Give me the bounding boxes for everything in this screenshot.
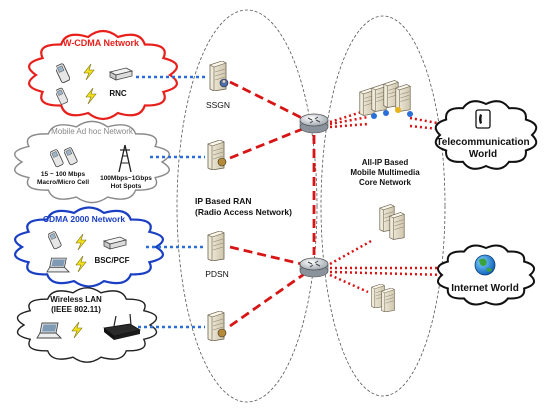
cell-tower-icon <box>118 144 132 173</box>
cdma2000-network-title: CDMA 2000 Network <box>43 214 126 224</box>
ran-link-pdsn-1 <box>229 245 311 268</box>
telecom-world-subtitle: World <box>469 149 497 160</box>
telecom-world-title: Telecommunication <box>436 137 529 148</box>
macro-cell-speed: 15 ~ 100 Mbps <box>41 171 86 178</box>
wifi-router-icon <box>103 313 142 340</box>
hotspot-label: Hot Spots <box>111 183 142 190</box>
core-link-3 <box>329 122 369 129</box>
ran-ellipse <box>176 9 318 403</box>
pdsn-server-icon <box>207 231 225 261</box>
adhoc-network-cloud <box>14 120 170 204</box>
rnc-label: RNC <box>109 89 127 98</box>
pdsn-label: PDSN <box>205 269 229 279</box>
core-link-1 <box>329 108 369 124</box>
wlan-standard: (IEEE 802.11) <box>51 305 101 314</box>
sgsn-label: SSGN <box>206 100 230 110</box>
wcdma-network-title: W-CDMA Network <box>63 38 140 48</box>
access-links <box>136 75 207 329</box>
core-ellipse <box>320 15 446 397</box>
globe-icon <box>474 254 496 276</box>
telephone-icon <box>475 109 491 129</box>
telecom-world-cloud <box>434 100 538 170</box>
ran-links <box>229 80 316 328</box>
telecom-link-1 <box>409 116 449 127</box>
core-link-4 <box>329 238 374 266</box>
ran-subtitle: (Radio Access Network) <box>195 207 292 217</box>
core-router-icon <box>299 257 329 278</box>
core-link-5 <box>329 273 369 294</box>
wlan-title: Wireless LAN <box>50 295 102 304</box>
ran-link-sgsn-2 <box>229 124 311 160</box>
user-badge-icon <box>217 157 227 167</box>
server-status-lights <box>371 107 413 119</box>
internet-world-title: Internet World <box>451 283 519 294</box>
core-server-icon <box>389 212 405 240</box>
core-server-icon <box>381 288 395 312</box>
core-subtitle-2: Core Network <box>359 178 412 187</box>
core-subtitle: Mobile Multimedia <box>350 168 420 177</box>
core-title: All-IP Based <box>362 158 409 167</box>
ran-title: IP Based RAN <box>195 196 252 206</box>
ran-link-sgsn-1 <box>229 80 311 124</box>
ran-link-pdsn-2 <box>229 268 311 328</box>
hotspot-speed: 100Mbps~1Gbps <box>100 175 152 182</box>
user-badge-icon <box>217 328 227 338</box>
adhoc-network-title: Mobile Ad hoc Network <box>51 127 134 136</box>
core-router-icon <box>299 113 329 134</box>
core-links <box>329 108 449 294</box>
core-link-2 <box>329 115 369 126</box>
user-badge-icon <box>219 78 229 88</box>
bsc-pcf-label: BSC/PCF <box>94 256 129 265</box>
internet-link-2 <box>329 270 449 277</box>
macro-cell-label: Macro/Micro Cell <box>37 179 89 186</box>
wlan-network-cloud <box>16 287 158 363</box>
